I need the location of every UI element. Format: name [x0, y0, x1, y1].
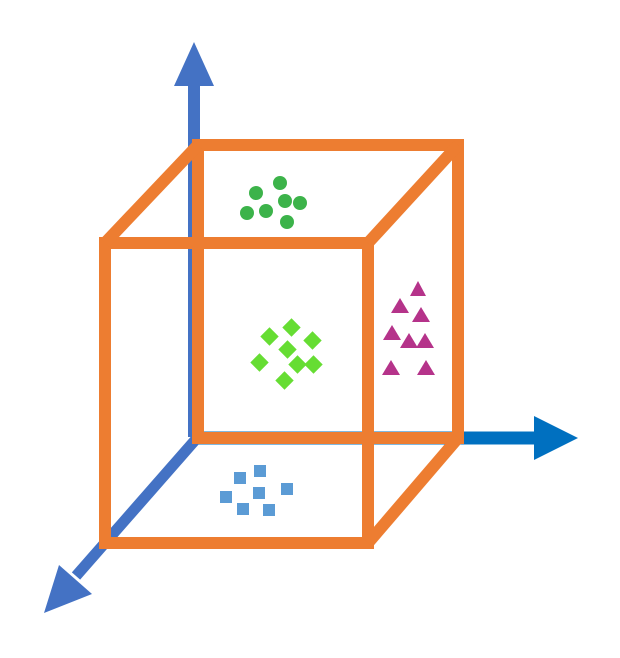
cube-edge-top-right — [363, 140, 463, 248]
depth-axis-line — [71, 434, 202, 580]
cluster-point — [281, 483, 293, 495]
cluster-point — [383, 325, 401, 340]
cluster-point — [259, 204, 273, 218]
axes-group — [44, 42, 578, 613]
cluster-point — [304, 355, 323, 374]
cluster-point — [278, 194, 292, 208]
cluster-point — [412, 307, 430, 322]
cluster-point — [416, 333, 434, 348]
cluster-point — [240, 206, 254, 220]
cluster-point — [410, 281, 426, 296]
blue-square-cluster — [220, 465, 293, 516]
cluster-point — [220, 491, 232, 503]
cluster-point — [293, 196, 307, 210]
cluster-point — [237, 503, 249, 515]
dark-green-circle-cluster — [240, 176, 307, 229]
cube-wireframe — [99, 139, 464, 549]
cube-edge-bottom-right — [363, 434, 463, 547]
light-green-diamond-cluster — [250, 318, 323, 390]
cluster-point — [263, 504, 275, 516]
cluster-point — [280, 215, 294, 229]
cluster-point — [391, 298, 409, 313]
magenta-triangle-cluster — [382, 281, 435, 375]
cluster-point — [273, 176, 287, 190]
cluster-point — [400, 333, 418, 348]
cluster-point — [288, 355, 307, 374]
cluster-point — [250, 353, 269, 372]
cluster-point — [282, 318, 301, 337]
cluster-point — [249, 186, 263, 200]
cluster-point — [278, 340, 297, 359]
cluster-point — [275, 371, 294, 390]
horizontal-axis-arrowhead — [534, 416, 578, 460]
depth-axis-arrowhead — [44, 565, 92, 613]
cluster-point — [254, 465, 266, 477]
cluster-point — [303, 331, 322, 350]
cluster-point — [382, 360, 400, 375]
cluster-point — [253, 487, 265, 499]
cube-edge-top-left — [100, 140, 203, 248]
cluster-point — [417, 360, 435, 375]
cluster-point — [260, 327, 279, 346]
cluster-point — [234, 472, 246, 484]
vertical-axis-arrowhead — [174, 42, 214, 86]
